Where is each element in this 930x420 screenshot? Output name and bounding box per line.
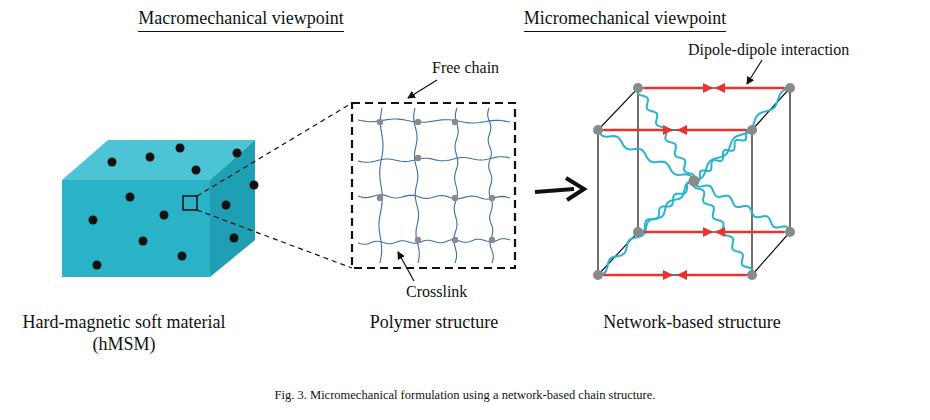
crosslink-dot	[452, 119, 458, 125]
part-label: Free chain	[432, 58, 499, 77]
section-heading: Micromechanical viewpoint	[524, 8, 726, 32]
zoom-box	[352, 103, 515, 268]
part-label: Dipole-dipole interaction	[688, 40, 849, 59]
chain-stroke	[379, 108, 383, 263]
crosslink-dot	[452, 237, 458, 243]
cube-crosslinks	[593, 83, 795, 280]
chain-stroke	[694, 181, 790, 232]
chain-stroke	[694, 88, 790, 181]
leader-line	[747, 60, 762, 84]
dipole-arrows	[604, 88, 784, 275]
crosslink-dot	[452, 195, 458, 201]
crosslink-dot	[415, 119, 421, 125]
crosslink-dot	[377, 119, 383, 125]
panel-label: Polymer structure	[370, 312, 498, 334]
crosslink-dot	[415, 155, 421, 161]
crosslink-dot	[377, 195, 383, 201]
figure-caption: Fig. 3. Micromechanical formulation usin…	[275, 388, 656, 403]
chain-stroke	[638, 181, 694, 232]
transition-arrow	[535, 189, 574, 192]
polymer-chains	[358, 108, 510, 263]
crosslink-dot	[489, 195, 495, 201]
leader-line	[398, 252, 414, 281]
chain-stroke	[637, 88, 694, 181]
panel-label: Network-based structure	[603, 312, 780, 334]
chain-stroke	[598, 130, 694, 181]
chain-stroke	[598, 181, 694, 275]
crosslinks	[377, 119, 495, 243]
transition-arrow	[566, 178, 584, 200]
network-chains	[598, 88, 790, 275]
part-label: Crosslink	[406, 282, 467, 301]
material-block	[62, 140, 259, 277]
crosslink-dot	[415, 237, 421, 243]
section-heading: Macromechanical viewpoint	[138, 8, 343, 32]
leader-line	[408, 80, 437, 98]
unit-cube	[598, 88, 790, 275]
chain-stroke	[694, 181, 753, 275]
panel-label: Hard-magnetic soft material (hMSM)	[9, 312, 239, 355]
crosslink-dot	[489, 237, 495, 243]
